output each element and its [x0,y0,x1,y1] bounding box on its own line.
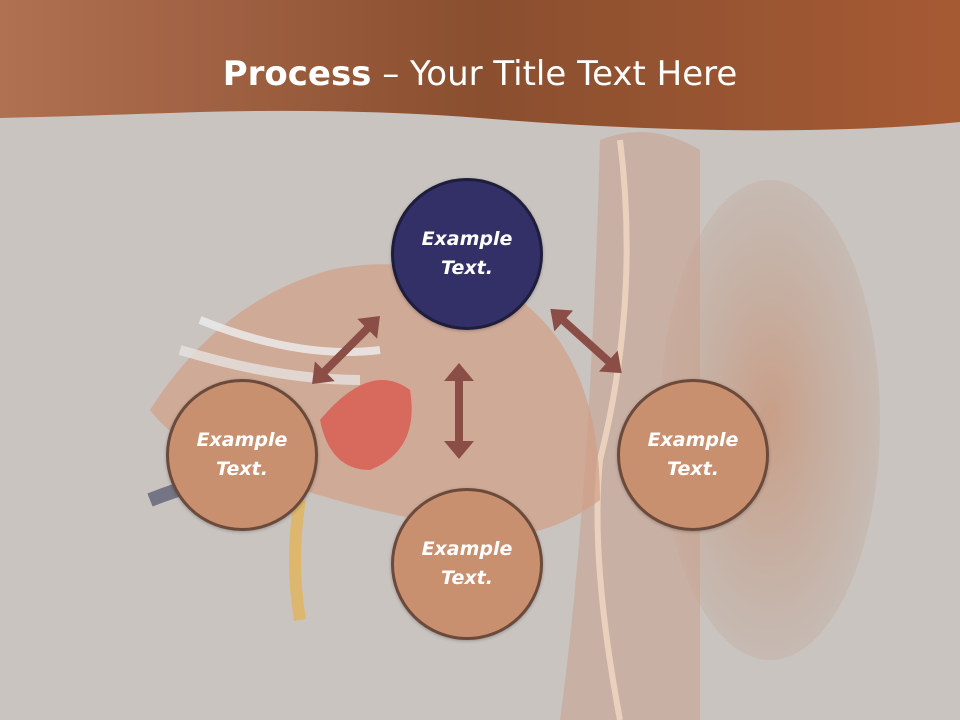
process-node-top: Example Text. [391,178,543,330]
arrow-vertical [444,363,474,459]
slide-title: Process – Your Title Text Here [0,52,960,96]
nerve-yellow [289,499,306,621]
process-node-bottom: Example Text. [391,488,543,640]
arrows [312,308,622,459]
outer-ear-shape [660,180,880,660]
process-node-left: Example Text. [166,379,318,531]
node-label-right: Example Text. [647,429,739,480]
title-rest: – Your Title Text Here [371,54,738,94]
process-node-right: Example Text. [617,379,769,531]
header-band [0,0,960,131]
ear-canal-line [594,139,630,720]
nerve-white [198,316,381,356]
nerve-white-2 [178,345,361,385]
node-label-left: Example Text. [196,429,288,480]
cochlea-shape [320,380,412,470]
arrow-top-left [312,316,380,384]
node-label-top: Example Text. [421,228,513,279]
arrow-top-right [550,308,622,374]
node-label-bottom: Example Text. [421,538,513,589]
title-bold: Process [222,54,372,94]
